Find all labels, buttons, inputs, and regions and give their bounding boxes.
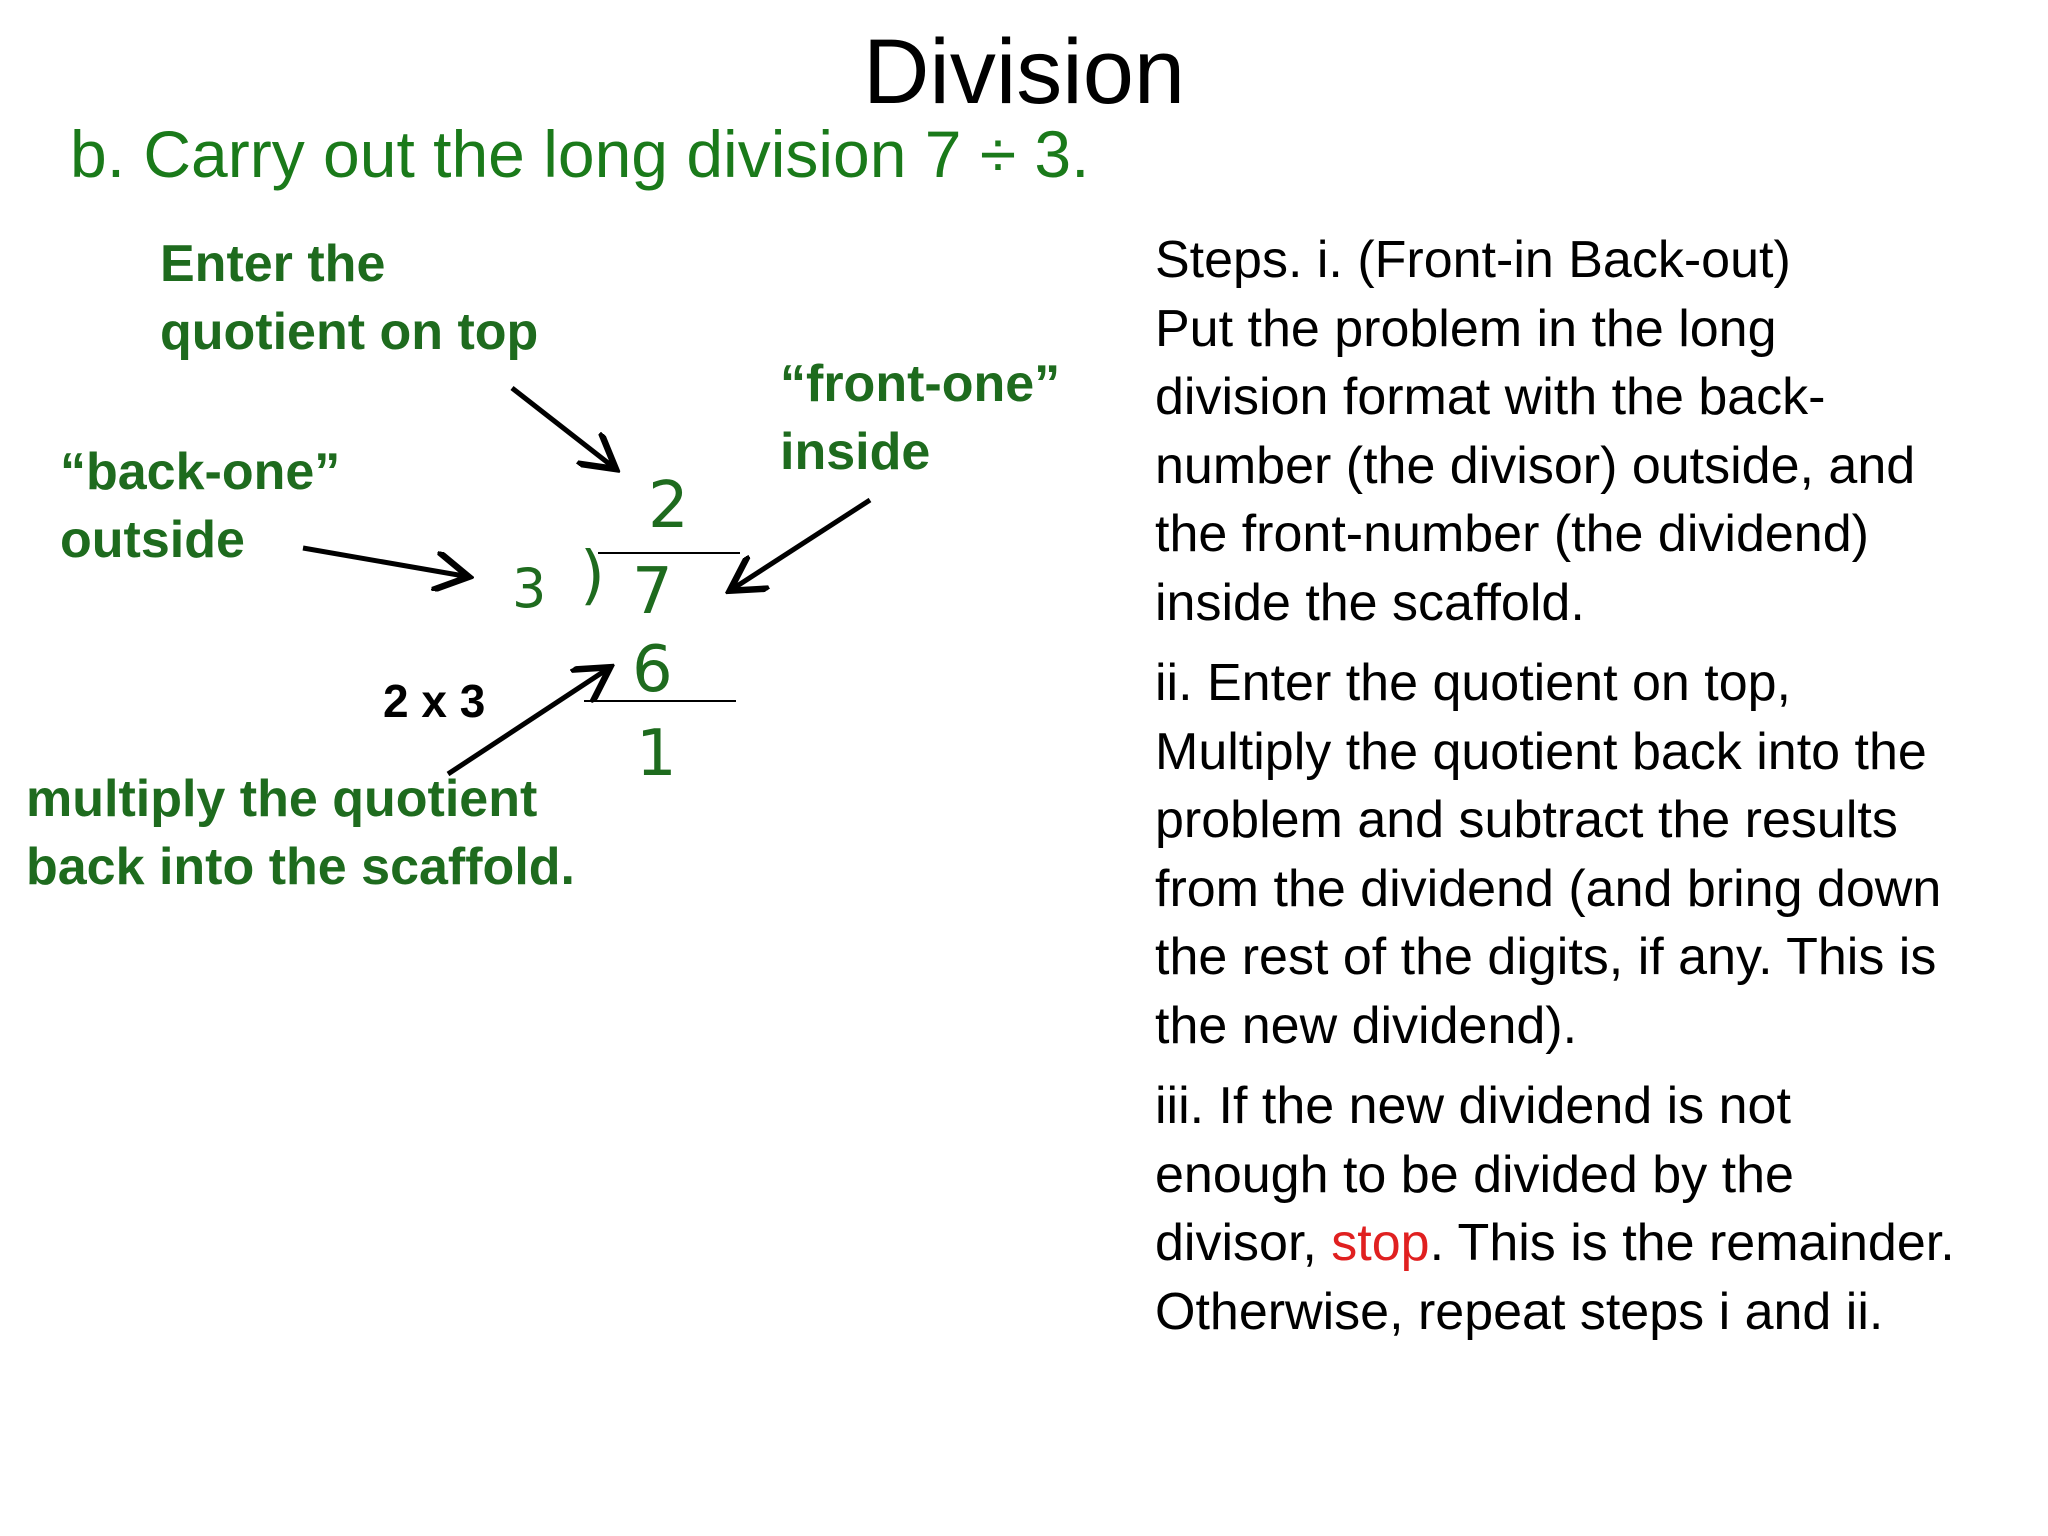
arrow-multiply xyxy=(446,670,606,777)
dividend-digit: 7 xyxy=(632,555,673,629)
step-iii: iii. If the new dividend is not enough t… xyxy=(1155,1072,2035,1346)
steps-panel: Steps. i. (Front-in Back-out) Put the pr… xyxy=(1155,226,2035,1346)
annotation-line: quotient on top xyxy=(160,303,539,361)
step-line: iii. If the new dividend is not xyxy=(1155,1077,1791,1135)
step-line: problem and subtract the results xyxy=(1155,791,1898,849)
step-line: division format with the back- xyxy=(1155,368,1826,426)
divisor-digit: 3 xyxy=(512,557,547,620)
step-line: Steps. i. (Front-in Back-out) xyxy=(1155,231,1791,289)
step-text: . This is the remainder. xyxy=(1429,1214,1955,1272)
step-i: Steps. i. (Front-in Back-out) Put the pr… xyxy=(1155,226,2035,637)
step-line: the new dividend). xyxy=(1155,996,1578,1055)
step-line: enough to be divided by the xyxy=(1155,1145,1794,1204)
annotation-line: “front-one” xyxy=(780,355,1061,413)
annotation-quotient-on-top: Enter the quotient on top xyxy=(160,230,538,366)
annotation-back-one: “back-one” outside xyxy=(60,438,340,574)
annotation-line: outside xyxy=(60,511,245,569)
arrow-back-one xyxy=(302,545,464,576)
annotation-line: Enter the xyxy=(160,235,386,293)
annotation-line: back into the scaffold. xyxy=(26,838,575,896)
annotation-front-one: “front-one” inside xyxy=(780,350,1060,486)
step-text: divisor, xyxy=(1155,1214,1332,1272)
step-ii: ii. Enter the quotient on top, Multiply … xyxy=(1155,649,2035,1060)
step-line: Multiply the quotient back into the xyxy=(1155,722,1927,781)
quotient-digit: 2 xyxy=(648,469,689,543)
stop-highlight: stop xyxy=(1331,1214,1430,1272)
step-line: the front-number (the dividend) xyxy=(1155,505,1869,563)
annotation-line: multiply the quotient xyxy=(26,770,538,828)
arrow-quotient-on-top xyxy=(510,386,612,466)
remainder-digit: 1 xyxy=(636,717,677,791)
product-digit: 6 xyxy=(632,633,673,707)
step-line: the rest of the digits, if any. This is xyxy=(1155,928,1937,986)
slide-title: Division xyxy=(862,21,1186,123)
division-bracket: ) xyxy=(580,539,605,613)
arrow-front-one xyxy=(734,497,872,588)
step-line: Otherwise, repeat steps i and ii. xyxy=(1155,1282,1884,1341)
slide-subtitle: b. Carry out the long division 7 ÷ 3. xyxy=(70,117,1090,191)
step-line: inside the scaffold. xyxy=(1155,573,1585,632)
step-line: from the dividend (and bring down xyxy=(1155,859,1942,918)
calc-note: 2 x 3 xyxy=(383,675,486,727)
step-line: ii. Enter the quotient on top, xyxy=(1155,654,1791,712)
step-line: divisor, stop. This is the remainder. xyxy=(1155,1209,2035,1278)
annotation-line: “back-one” xyxy=(60,443,341,501)
step-line: Put the problem in the long xyxy=(1155,299,1777,358)
annotation-multiply: multiply the quotient back into the scaf… xyxy=(26,765,575,901)
annotation-line: inside xyxy=(780,423,931,481)
step-line: number (the divisor) outside, and xyxy=(1155,436,1916,495)
